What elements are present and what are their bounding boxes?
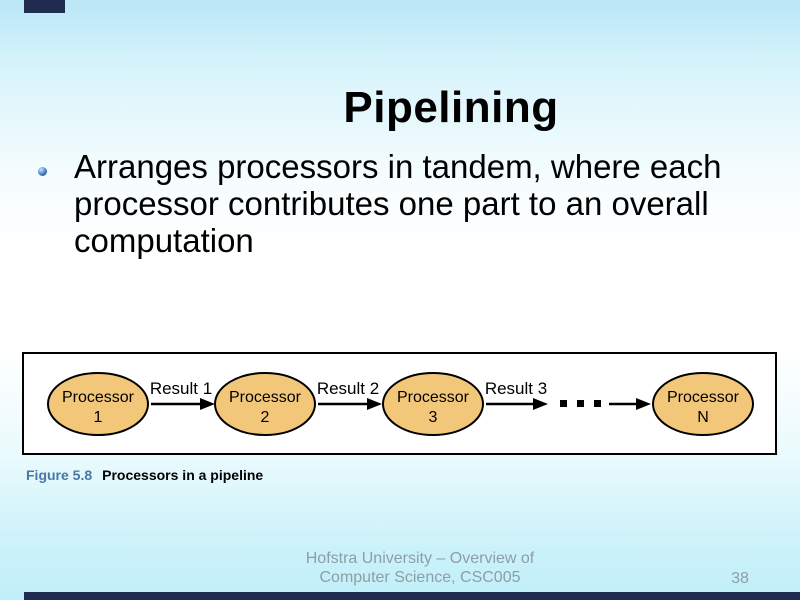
node-label: Processor [229, 389, 302, 406]
arrow-2: Result 2 [317, 379, 382, 410]
figure-caption-text: Processors in a pipeline [102, 467, 264, 483]
processor-node-2: Processor 2 [214, 372, 316, 436]
footer: Hofstra University – Overview of Compute… [170, 549, 670, 587]
bottom-accent-bar [24, 592, 800, 600]
bullet-text: Arranges processors in tandem, where eac… [74, 148, 722, 259]
arrow-label: Result 2 [317, 379, 379, 398]
top-accent-bar [24, 0, 65, 13]
node-label: Processor [397, 389, 470, 406]
processor-node-3: Processor 3 [382, 372, 484, 436]
slide-title: Pipelining [343, 83, 559, 133]
arrow-4 [609, 398, 651, 410]
node-number: 3 [429, 409, 438, 426]
arrow-1: Result 1 [150, 379, 215, 410]
figure-caption: Figure 5.8 Processors in a pipeline [26, 467, 263, 483]
pipeline-diagram: Processor 1 Result 1 Processor 2 Result … [22, 352, 777, 455]
arrow-3: Result 3 [485, 379, 548, 410]
node-label: Processor [62, 389, 135, 406]
node-label: Processor [667, 389, 740, 406]
page-number: 38 [731, 570, 749, 587]
bullet-item: Arranges processors in tandem, where eac… [38, 148, 738, 259]
ellipsis-dots [560, 400, 601, 407]
figure-caption-label: Figure 5.8 [26, 467, 93, 483]
processor-node-n: Processor N [652, 372, 754, 436]
bullet-icon [38, 167, 47, 176]
footer-line-2: Computer Science, CSC005 [319, 569, 521, 586]
processor-node-1: Processor 1 [47, 372, 149, 436]
arrow-label: Result 1 [150, 379, 212, 398]
node-number: 1 [94, 409, 103, 426]
node-number: N [697, 409, 709, 426]
node-number: 2 [261, 409, 270, 426]
footer-line-1: Hofstra University – Overview of [305, 550, 535, 567]
pipeline-diagram-svg: Processor 1 Result 1 Processor 2 Result … [47, 372, 754, 436]
arrow-label: Result 3 [485, 379, 547, 398]
